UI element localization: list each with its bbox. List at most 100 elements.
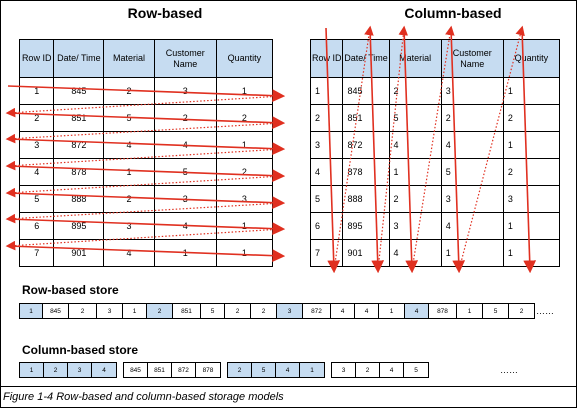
column-store-cell: 878 xyxy=(202,366,214,374)
row-store-cell: 3 xyxy=(277,303,303,319)
row-store-cell: 3 xyxy=(97,303,123,319)
table-cell: 6 xyxy=(18,212,55,240)
table-cell: 2 xyxy=(215,158,274,186)
row-store-cell: 878 xyxy=(429,303,457,319)
table-cell: 1 xyxy=(153,239,217,267)
row-store-cell: 4 xyxy=(355,303,379,319)
table-cell: 4 xyxy=(440,131,504,159)
table-cell: 4 xyxy=(440,212,504,240)
table-cell: 1 xyxy=(388,158,442,186)
header-cell: Row ID xyxy=(18,39,55,78)
table-cell: 1 xyxy=(309,77,344,105)
column-store-cell: 4 xyxy=(92,363,116,377)
table-cell: 7 xyxy=(309,239,344,267)
table-cell: 872 xyxy=(53,131,105,159)
table-cell: 3 xyxy=(440,77,504,105)
table-cell: 6 xyxy=(309,212,344,240)
table-cell: 1 xyxy=(215,77,274,105)
row-store-cell: 851 xyxy=(173,303,201,319)
table-cell: 4 xyxy=(388,131,442,159)
table-cell: 845 xyxy=(342,77,390,105)
table-cell: 1 xyxy=(103,158,155,186)
header-cell: Material xyxy=(103,39,155,78)
table-cell: 2 xyxy=(103,77,155,105)
table-cell: 2 xyxy=(215,104,274,132)
table-cell: 5 xyxy=(103,104,155,132)
table-cell: 1 xyxy=(502,77,561,105)
column-store-cell: 851 xyxy=(148,363,172,377)
table-cell: 4 xyxy=(18,158,55,186)
column-store-cell: 2 xyxy=(356,363,380,377)
row-store-cell: 2 xyxy=(69,303,97,319)
row-store-cell: 845 xyxy=(43,303,69,319)
table-cell: 1 xyxy=(502,212,561,240)
row-based-title: Row-based xyxy=(127,5,203,21)
header-cell: Date/ Time xyxy=(53,39,105,78)
table-cell: 2 xyxy=(18,104,55,132)
column-store-cell: 2 xyxy=(44,363,68,377)
table-cell: 4 xyxy=(153,131,217,159)
table-cell: 888 xyxy=(342,185,390,213)
table-cell: 1 xyxy=(18,77,55,105)
column-store-cell: 845 xyxy=(124,363,148,377)
table-cell: 2 xyxy=(103,185,155,213)
column-store-cell: 1 xyxy=(20,363,44,377)
column-store-ellipsis: …… xyxy=(500,365,518,375)
table-cell: 878 xyxy=(53,158,105,186)
header-cell: Date/ Time xyxy=(342,39,390,78)
column-based-title: Column-based xyxy=(404,5,502,21)
column-store-cell: 3 xyxy=(332,363,356,377)
table-cell: 878 xyxy=(342,158,390,186)
row-store-cell: 1 xyxy=(123,303,147,319)
row-store-cell: 1 xyxy=(457,303,483,319)
table-cell: 2 xyxy=(388,77,442,105)
table-cell: 4 xyxy=(103,131,155,159)
table-cell: 5 xyxy=(388,104,442,132)
table-cell: 7 xyxy=(18,239,55,267)
table-cell: 901 xyxy=(53,239,105,267)
row-store-cell: 5 xyxy=(201,303,225,319)
column-store-cell: 4 xyxy=(276,363,300,377)
table-cell: 2 xyxy=(440,104,504,132)
row-store-ellipsis: …… xyxy=(536,306,554,316)
table-cell: 5 xyxy=(440,158,504,186)
header-cell: Customer Name xyxy=(440,39,504,78)
table-cell: 3 xyxy=(18,131,55,159)
table-cell: 1 xyxy=(502,239,561,267)
column-store-title: Column-based store xyxy=(22,343,139,357)
row-store-cell: 2 xyxy=(509,303,535,319)
table-cell: 5 xyxy=(153,158,217,186)
figure-caption: Figure 1-4 Row-based and column-based st… xyxy=(3,391,284,403)
row-store-cell: 4 xyxy=(331,303,355,319)
table-cell: 2 xyxy=(153,104,217,132)
table-cell: 5 xyxy=(309,185,344,213)
table-cell: 3 xyxy=(440,185,504,213)
table-cell: 845 xyxy=(53,77,105,105)
header-cell: Quantity xyxy=(502,39,561,78)
column-store-cell: 3 xyxy=(68,363,92,377)
table-cell: 895 xyxy=(342,212,390,240)
column-store-cell: 4 xyxy=(380,363,404,377)
header-cell: Customer Name xyxy=(153,39,217,78)
table-cell: 1 xyxy=(215,239,274,267)
table-cell: 2 xyxy=(309,104,344,132)
table-cell: 4 xyxy=(103,239,155,267)
table-cell: 4 xyxy=(153,212,217,240)
table-cell: 901 xyxy=(342,239,390,267)
table-cell: 872 xyxy=(342,131,390,159)
header-cell: Material xyxy=(388,39,442,78)
table-cell: 1 xyxy=(502,131,561,159)
